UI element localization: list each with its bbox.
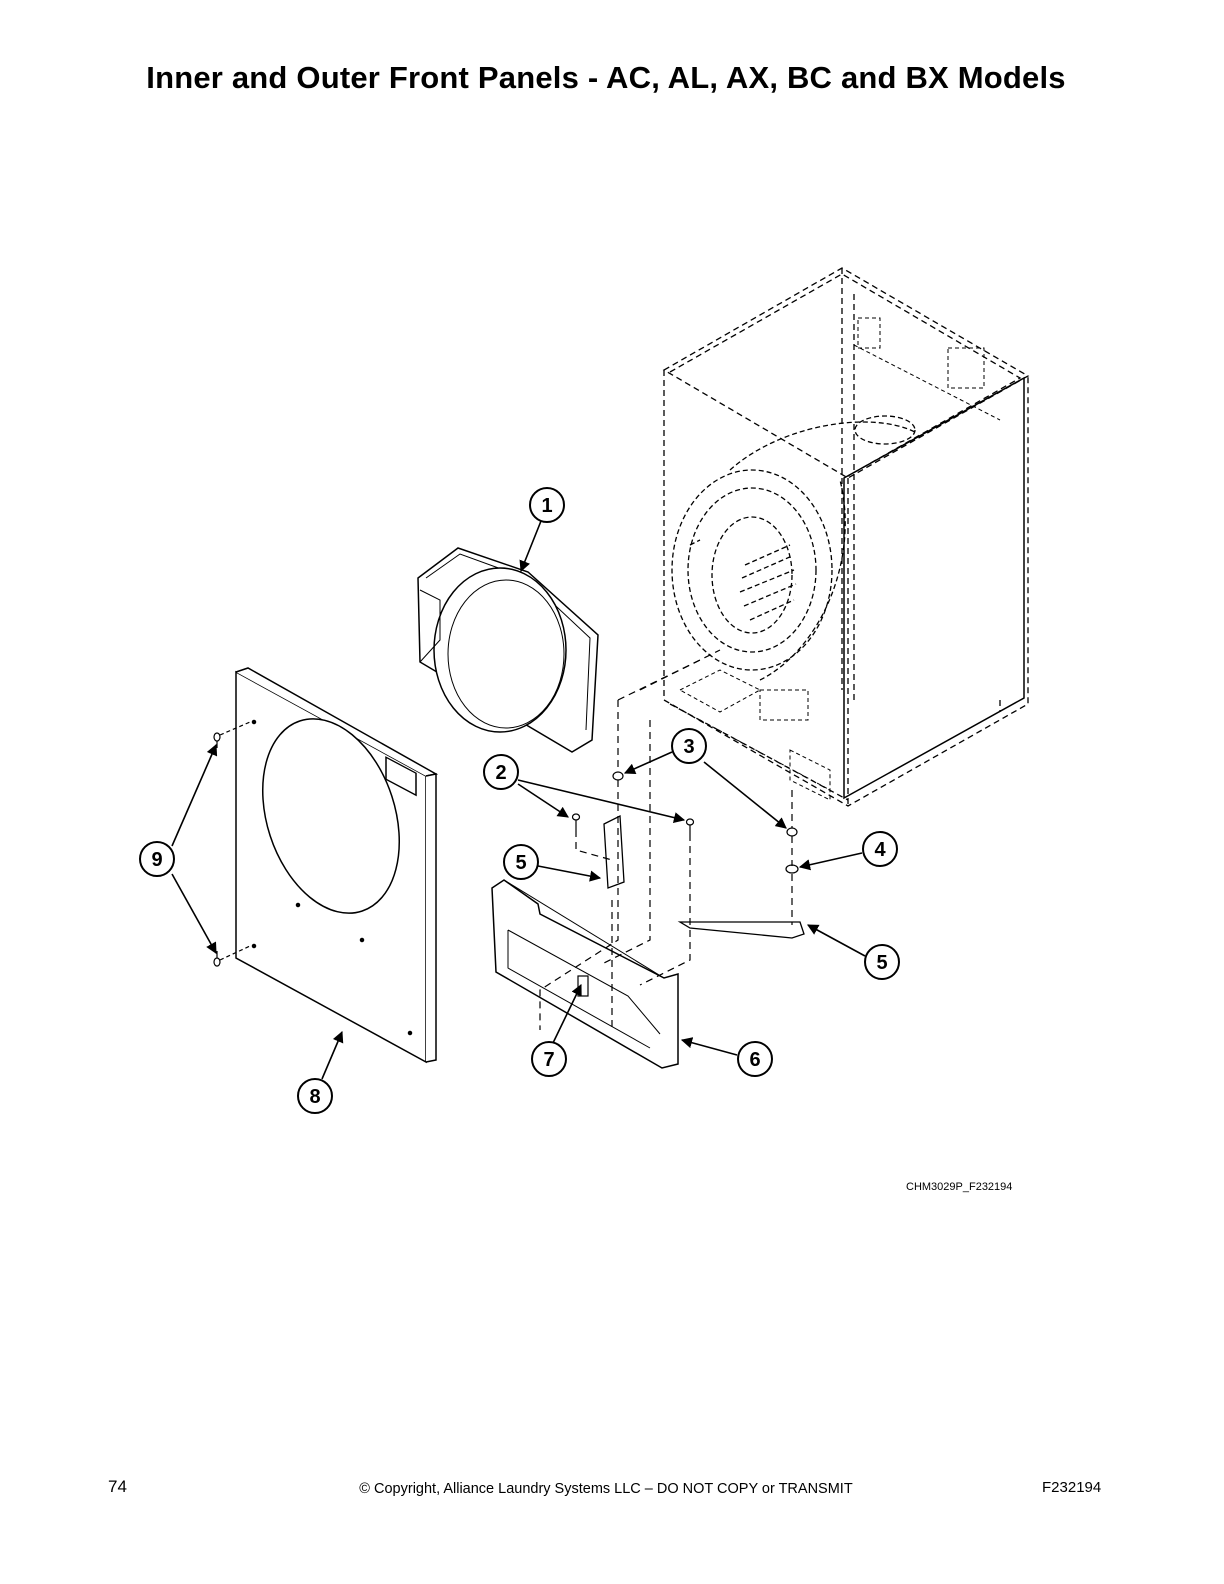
part-2-screws	[571, 813, 695, 834]
callout-9: 9	[139, 841, 175, 877]
callout-2: 2	[483, 754, 519, 790]
svg-text:8: 8	[309, 1086, 320, 1108]
callout-4: 4	[862, 831, 898, 867]
part-7-clip	[577, 975, 589, 997]
svg-text:5: 5	[876, 952, 887, 974]
callout-3: 3	[671, 728, 707, 764]
drum	[671, 415, 916, 681]
part-1-inner-front-panel	[417, 547, 599, 753]
svg-text:2: 2	[495, 762, 506, 784]
callout-6: 6	[737, 1041, 773, 1077]
part-6-access-panel	[491, 879, 679, 1069]
leader-lines	[171, 520, 866, 1080]
assembly-guide-lines	[539, 649, 793, 1030]
page-number: 74	[108, 1477, 127, 1496]
document-id: F232194	[1042, 1479, 1102, 1496]
cabinet-internals	[678, 317, 1001, 801]
callout-5b: 5	[864, 944, 900, 980]
figure-code: CHM3029P_F232194	[906, 1181, 1013, 1193]
part-4-washer	[785, 864, 799, 874]
svg-text:6: 6	[749, 1049, 760, 1071]
copyright-notice: © Copyright, Alliance Laundry Systems LL…	[359, 1481, 853, 1497]
part-8-outer-front-panel	[235, 667, 439, 1064]
svg-text:9: 9	[151, 849, 162, 871]
svg-text:5: 5	[515, 852, 526, 874]
svg-text:3: 3	[683, 736, 694, 758]
svg-text:4: 4	[874, 839, 886, 861]
part-3-nuts	[612, 771, 798, 837]
dryer-cabinet	[662, 267, 1030, 807]
svg-text:1: 1	[541, 495, 552, 517]
callout-7: 7	[531, 1041, 567, 1077]
part-5-hinge-strip-horizontal	[677, 921, 805, 939]
page-title: Inner and Outer Front Panels - AC, AL, A…	[146, 60, 1066, 95]
callout-1: 1	[529, 487, 565, 523]
callout-5a: 5	[503, 844, 539, 880]
callout-8: 8	[297, 1078, 333, 1114]
part-5-hinge-strip-vertical	[603, 814, 625, 889]
svg-text:7: 7	[543, 1049, 554, 1071]
cabinet-side-panel	[843, 376, 1025, 800]
